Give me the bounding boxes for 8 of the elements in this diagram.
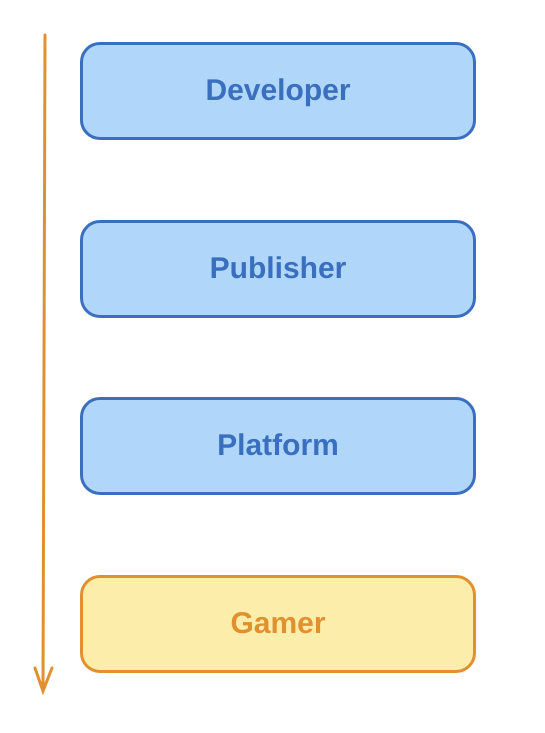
stage-label: Publisher — [210, 252, 346, 286]
stage-box — [80, 575, 476, 673]
stage-box — [80, 397, 476, 495]
stage-label: Platform — [217, 429, 339, 463]
stage-box — [80, 42, 476, 140]
stage-label: Gamer — [230, 607, 326, 641]
stage-label: Developer — [205, 74, 351, 108]
stage-box — [80, 220, 476, 318]
